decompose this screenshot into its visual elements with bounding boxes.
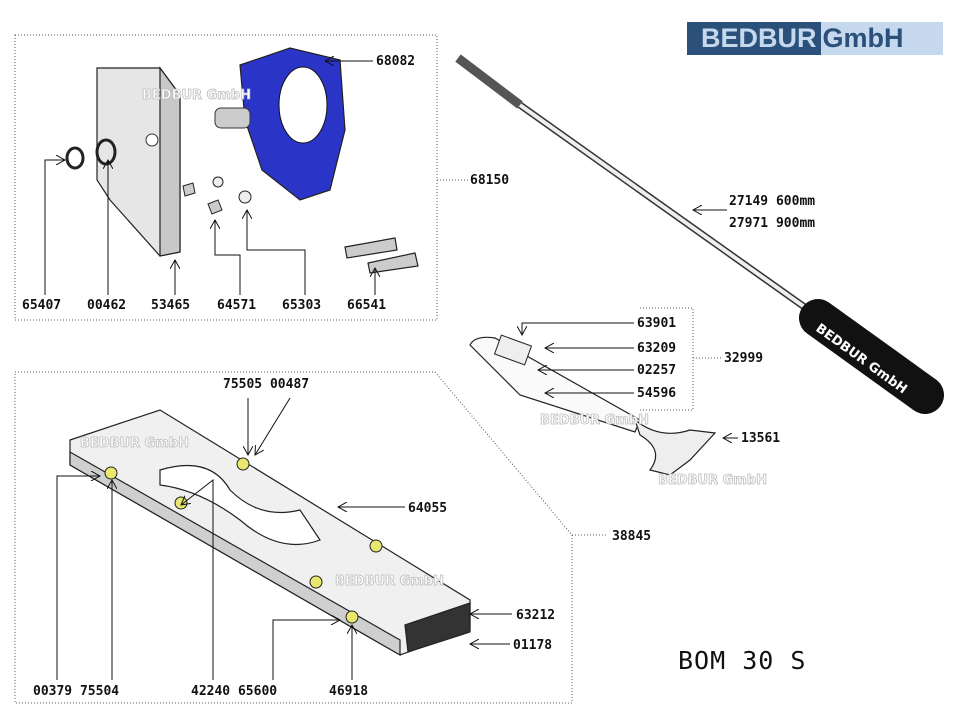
label-65407: 65407 xyxy=(22,298,61,313)
label-64055: 64055 xyxy=(408,501,447,516)
label-64571: 64571 xyxy=(217,298,256,313)
watermark: BEDBUR GmbH xyxy=(335,574,444,589)
label-63209: 63209 xyxy=(637,341,676,356)
label-63901: 63901 xyxy=(637,316,676,331)
label-63212: 63212 xyxy=(516,608,555,623)
watermark: BEDBUR GmbH xyxy=(142,88,251,103)
label-00462: 00462 xyxy=(87,298,126,313)
label-27149: 27149 600mm xyxy=(729,194,815,209)
label-75505-00487: 75505 00487 xyxy=(223,377,309,392)
guide-plate-32999 xyxy=(469,334,717,476)
label-01178: 01178 xyxy=(513,638,552,653)
group-box-68150 xyxy=(14,34,438,321)
label-54596: 54596 xyxy=(637,386,676,401)
label-27971: 27971 900mm xyxy=(729,216,815,231)
label-68150: 68150 xyxy=(470,173,509,188)
watermark: BEDBUR GmbH xyxy=(80,436,189,451)
screws-66541 xyxy=(344,237,419,274)
label-02257: 02257 xyxy=(637,363,676,378)
label-38845: 38845 xyxy=(612,529,651,544)
logo-bedbur: BEDBUR xyxy=(687,22,821,55)
label-65303: 65303 xyxy=(282,298,321,313)
label-42240-65600: 42240 65600 xyxy=(191,684,277,699)
label-46918: 46918 xyxy=(329,684,368,699)
bracket-32999 xyxy=(640,307,722,411)
watermark: BEDBUR GmbH xyxy=(540,413,649,428)
model-title: BOM 30 S xyxy=(678,646,807,675)
leader-lines xyxy=(44,61,738,680)
label-13561: 13561 xyxy=(741,431,780,446)
group-box-38845 xyxy=(14,371,573,704)
label-53465: 53465 xyxy=(151,298,190,313)
mount-plate-53465 xyxy=(96,66,181,257)
logo-gmbh: GmbH xyxy=(820,22,943,55)
label-68082: 68082 xyxy=(376,54,415,69)
base-plate-38845 xyxy=(69,409,471,657)
label-00379-75504: 00379 75504 xyxy=(33,684,119,699)
label-32999: 32999 xyxy=(724,351,763,366)
bracket-68082 xyxy=(214,47,346,201)
watermark: BEDBUR GmbH xyxy=(658,473,767,488)
bedbur-logo: BEDBUR GmbH xyxy=(687,22,943,55)
label-66541: 66541 xyxy=(347,298,386,313)
